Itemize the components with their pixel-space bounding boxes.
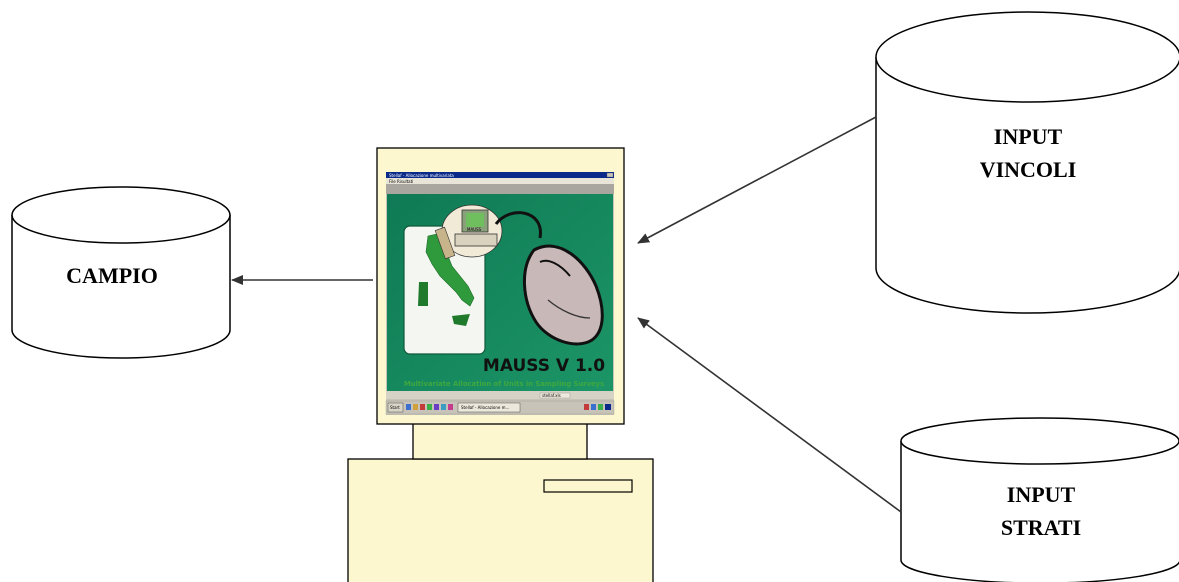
mouse-cable	[494, 211, 542, 239]
mini-computer-icon: MAUSS	[434, 204, 503, 260]
arrow-from-vincoli	[637, 116, 877, 244]
campio-label: CAMPIO	[66, 263, 158, 288]
mouse-illustration	[522, 244, 604, 346]
sardinia-map	[418, 282, 428, 306]
sicily-map	[452, 314, 470, 326]
computer-base	[347, 458, 654, 582]
tray-icons	[584, 404, 611, 410]
window-close-button[interactable]	[606, 172, 614, 178]
status-text: stellaf.xls	[542, 393, 561, 398]
vincoli-label-line2: VINCOLI	[980, 157, 1077, 182]
input-strati-database: INPUT STRATI	[900, 417, 1179, 582]
computer: Stellaf - Allocazione multivariata File …	[347, 147, 654, 582]
mini-icon-label: MAUSS	[467, 227, 482, 232]
strati-label-line2: STRATI	[1001, 515, 1081, 540]
start-button-label: Start	[390, 405, 400, 410]
monitor-stand	[412, 422, 588, 460]
window-title-bar	[386, 172, 614, 178]
start-button[interactable]	[387, 402, 404, 413]
campio-database: CAMPIO	[11, 186, 231, 359]
taskbar-task-button[interactable]	[457, 402, 521, 413]
window-menu[interactable]: File Risultati	[389, 179, 413, 184]
window-title: Stellaf - Allocazione multivariata	[389, 173, 454, 178]
quick-launch-icons[interactable]	[406, 404, 453, 410]
monitor-screen: Stellaf - Allocazione multivariata File …	[385, 172, 615, 415]
arrow-from-strati	[637, 317, 902, 513]
vincoli-label-line1: INPUT	[994, 124, 1063, 149]
taskbar-task-label: Stellaf - Allocazione m...	[461, 405, 509, 410]
app-title: MAUSS V 1.0	[483, 356, 605, 376]
app-subtitle: Multivariate Allocation of Units in Samp…	[404, 380, 604, 388]
disk-drive-slot	[543, 479, 633, 493]
strati-label-line1: INPUT	[1007, 482, 1076, 507]
input-vincoli-database: INPUT VINCOLI	[875, 11, 1179, 314]
